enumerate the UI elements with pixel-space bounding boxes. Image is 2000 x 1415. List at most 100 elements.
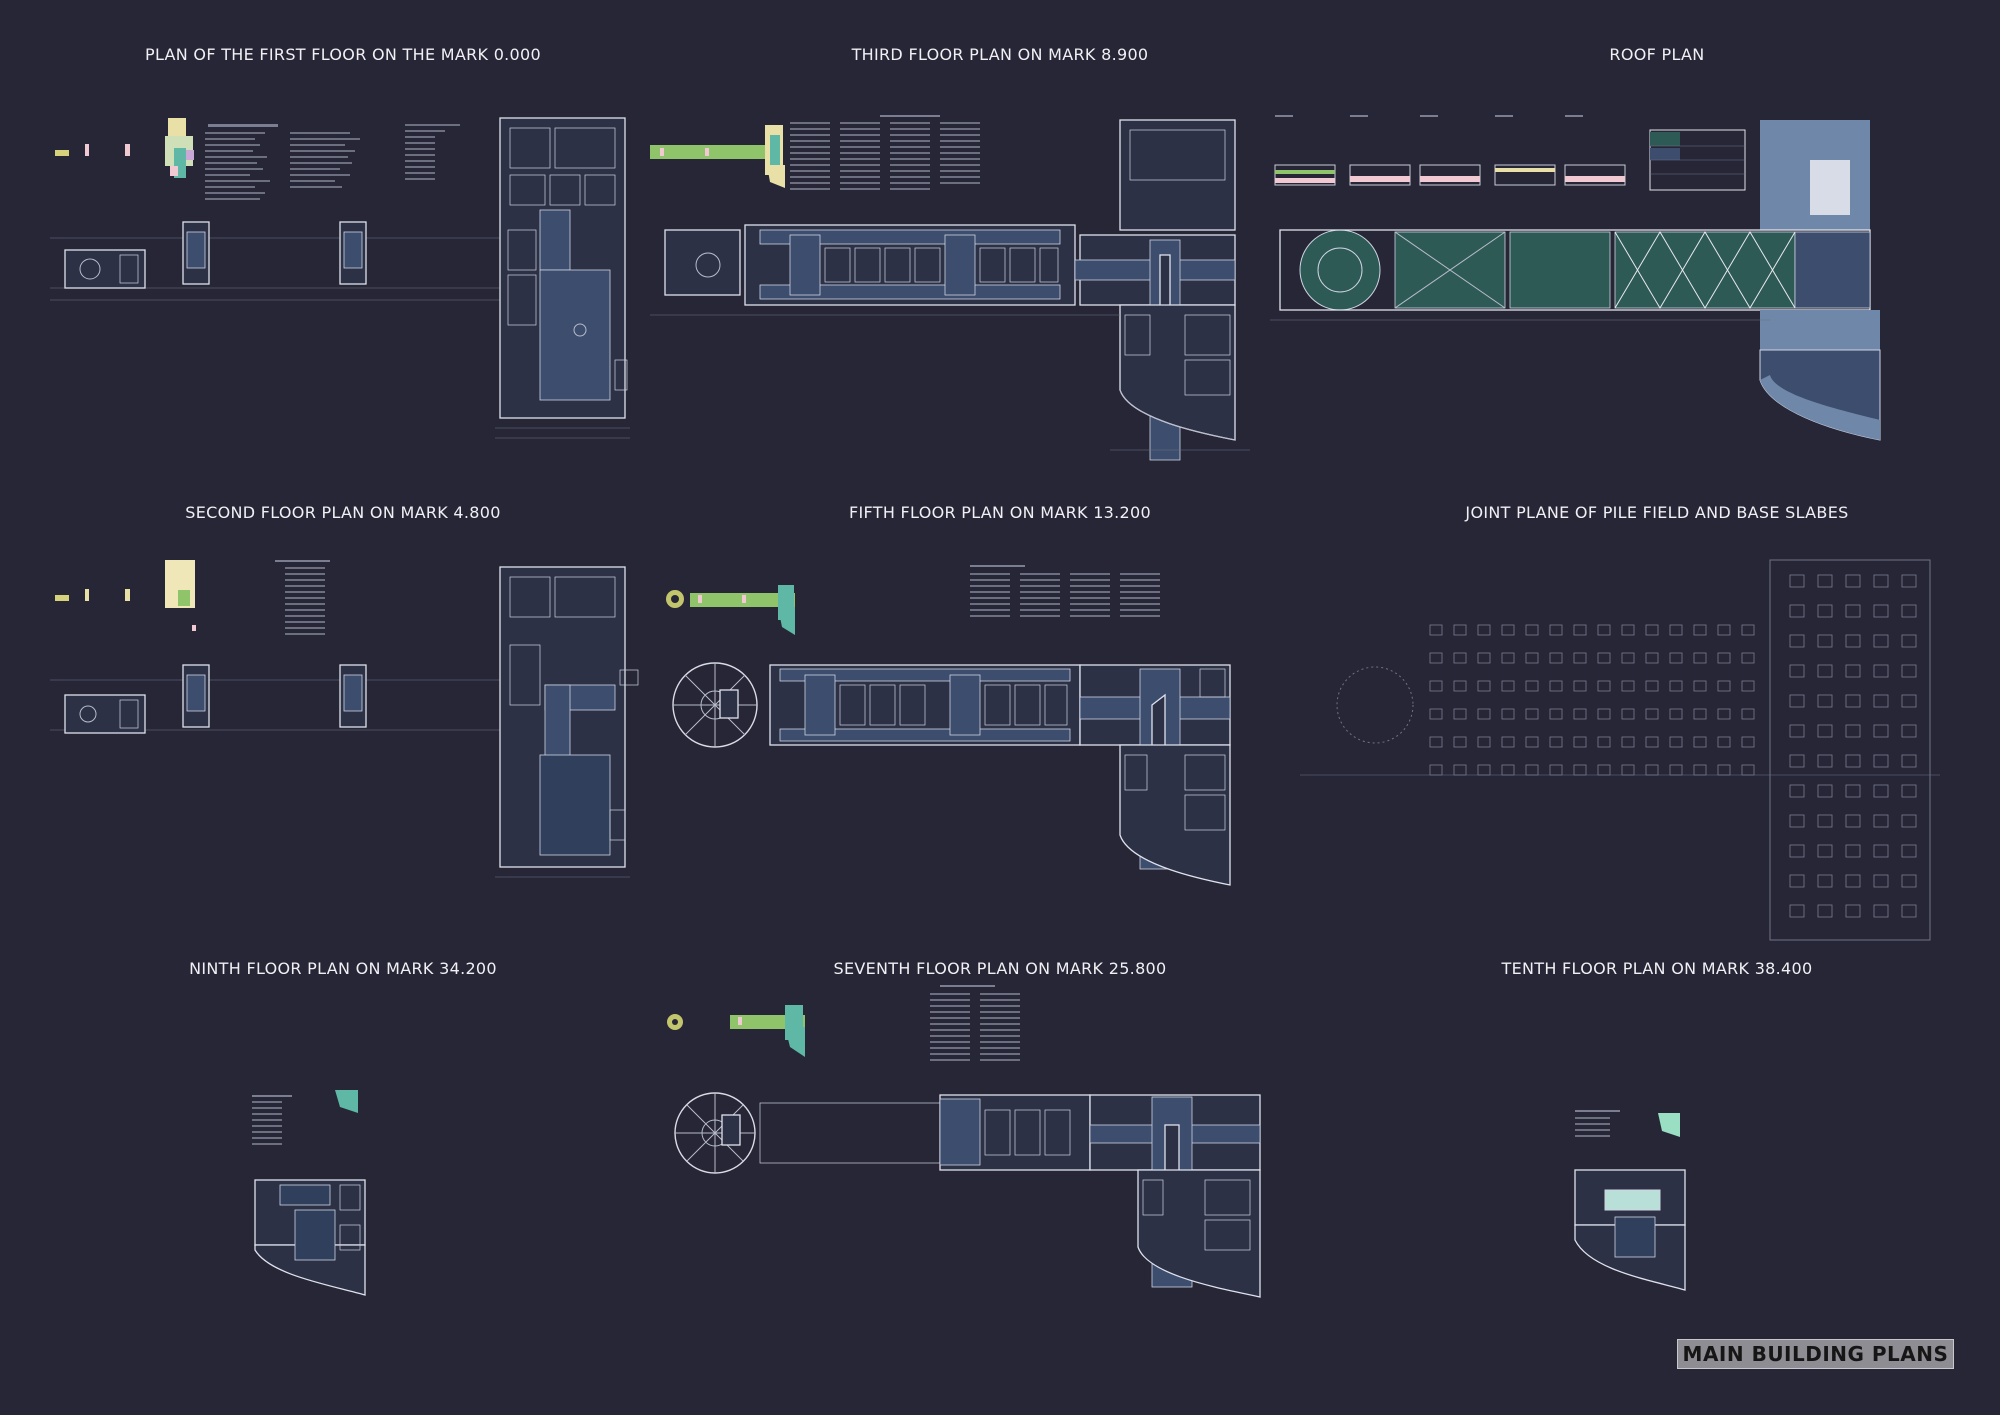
- pile-cap: [1549, 708, 1563, 720]
- long-wing: [769, 664, 1081, 746]
- pile-cap: [1873, 904, 1889, 918]
- pile-cap: [1901, 634, 1917, 648]
- pile-cap: [1873, 814, 1889, 828]
- legend-swatch-pink-2: [125, 144, 130, 156]
- roof-photo-highlight: [1810, 160, 1850, 215]
- pile-cap: [1621, 680, 1635, 692]
- pile-cap: [1789, 814, 1805, 828]
- pile-cap: [1817, 844, 1833, 858]
- pile-cap: [1873, 694, 1889, 708]
- pile-cap: [1789, 604, 1805, 618]
- pile-cap: [1453, 652, 1467, 664]
- pile-cap: [1901, 664, 1917, 678]
- seventh-floor-plan-title: SEVENTH FLOOR PLAN ON MARK 25.800: [833, 959, 1167, 978]
- pile-cap: [1845, 874, 1861, 888]
- tenth-floor-plan-drawing: [1574, 1110, 1686, 1291]
- pile-cap: [1525, 708, 1539, 720]
- pile-cap: [1717, 652, 1731, 664]
- long-wing: [759, 1094, 1091, 1171]
- pile-cap: [1501, 652, 1515, 664]
- pile-cap: [1873, 664, 1889, 678]
- roof-plan-title: ROOF PLAN: [1609, 45, 1705, 64]
- legend-circle-inner: [671, 595, 679, 603]
- pile-cap: [1817, 904, 1833, 918]
- pile-cap: [1873, 844, 1889, 858]
- pile-field-plan-title: JOINT PLANE OF PILE FIELD AND BASE SLABE…: [1465, 503, 1849, 522]
- pile-cap: [1817, 814, 1833, 828]
- sheet-title: MAIN BUILDING PLANS: [1677, 1339, 1954, 1369]
- fifth-floor-plan-title: FIFTH FLOOR PLAN ON MARK 13.200: [849, 503, 1151, 522]
- pile-cap: [1573, 708, 1587, 720]
- pile-cap: [1573, 764, 1587, 776]
- third-floor-plan-drawing: [650, 115, 1250, 461]
- roof-tower: [1759, 310, 1881, 441]
- room-specification-list: [205, 124, 460, 200]
- pile-cap: [1645, 764, 1659, 776]
- pile-cap: [1717, 764, 1731, 776]
- pile-cap: [1901, 904, 1917, 918]
- pile-cap: [1453, 708, 1467, 720]
- pile-cap: [1549, 764, 1563, 776]
- pile-cap: [1669, 736, 1683, 748]
- color-zoning-scheme: [165, 118, 194, 178]
- ninth-floor-plan-title: NINTH FLOOR PLAN ON MARK 34.200: [189, 959, 497, 978]
- stair-tower-2-fill: [343, 674, 363, 712]
- pile-cap: [1789, 784, 1805, 798]
- pile-cap: [1453, 736, 1467, 748]
- pile-cap: [1477, 708, 1491, 720]
- pile-cap: [1669, 680, 1683, 692]
- pile-cap: [1845, 904, 1861, 918]
- pile-cap: [1845, 814, 1861, 828]
- legend-swatch-pink: [85, 144, 89, 156]
- pile-cap: [1693, 764, 1707, 776]
- pile-cap: [1573, 624, 1587, 636]
- pile-cap: [1549, 652, 1563, 664]
- room-specification-list: [790, 115, 980, 190]
- pile-cap: [1817, 634, 1833, 648]
- room-specification-list: [1575, 1110, 1620, 1137]
- pile-cap: [1717, 708, 1731, 720]
- pile-cap: [1717, 624, 1731, 636]
- pile-cap: [1669, 764, 1683, 776]
- pile-cap: [1645, 624, 1659, 636]
- pile-cap: [1789, 634, 1805, 648]
- round-pavilion: [674, 1092, 756, 1174]
- roof-legend-table: [1649, 129, 1746, 191]
- pile-cap: [1549, 624, 1563, 636]
- pile-cap: [1741, 708, 1755, 720]
- pile-cap: [1477, 624, 1491, 636]
- pile-cap: [1645, 680, 1659, 692]
- color-zoning-scheme: [730, 1005, 805, 1057]
- tenth-floor-plan-title: TENTH FLOOR PLAN ON MARK 38.400: [1501, 959, 1813, 978]
- pile-cap: [1789, 754, 1805, 768]
- pile-cap: [1573, 680, 1587, 692]
- pile-cap: [1817, 664, 1833, 678]
- pile-cap: [1429, 764, 1443, 776]
- color-zoning-scheme: [165, 560, 196, 631]
- first-floor-plan-title: PLAN OF THE FIRST FLOOR ON THE MARK 0.00…: [144, 45, 542, 64]
- pile-cap: [1873, 724, 1889, 738]
- pile-cap: [1817, 694, 1833, 708]
- stair-tower-2-fill: [343, 231, 363, 269]
- pile-cap: [1597, 764, 1611, 776]
- pile-cap: [1873, 754, 1889, 768]
- pile-cap: [1597, 652, 1611, 664]
- pile-cap: [1717, 736, 1731, 748]
- pile-cap: [1789, 574, 1805, 588]
- pile-cap: [1453, 624, 1467, 636]
- color-zoning-scheme: [1658, 1113, 1680, 1137]
- color-zoning-scheme: [335, 1090, 358, 1113]
- pile-cap: [1477, 680, 1491, 692]
- pile-cap: [1693, 652, 1707, 664]
- pile-cap: [1477, 652, 1491, 664]
- legend-swatch-cream: [85, 589, 89, 601]
- legend-swatch-yellow: [55, 595, 69, 601]
- pile-cap: [1845, 604, 1861, 618]
- pile-cap: [1621, 736, 1635, 748]
- pile-field-plan-drawing: [1300, 559, 1940, 941]
- pile-cap: [1741, 680, 1755, 692]
- tower-floor: [1574, 1169, 1686, 1291]
- round-pavilion-slab: [1336, 666, 1414, 744]
- pile-cap: [1741, 624, 1755, 636]
- pile-cap: [1789, 844, 1805, 858]
